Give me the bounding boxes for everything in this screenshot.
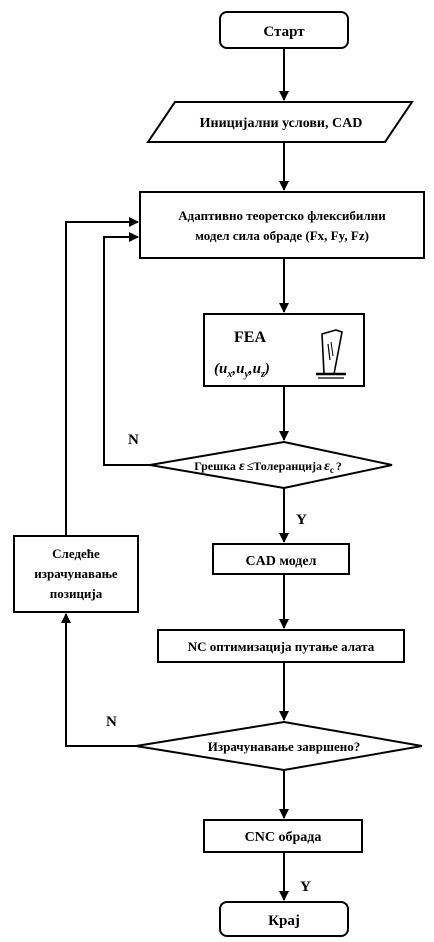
fea-title: FEA [234,329,266,346]
error-sub-c: c [330,465,334,475]
error-label-a: Грешка [194,459,236,473]
fea-sub-z: z [260,369,265,380]
cad-model-label: CAD модел [246,554,317,569]
cnc-yes-label: Y [300,879,311,895]
cad-model-node [212,543,350,575]
fea-sep-1: ,u [231,361,244,377]
init-node [146,101,414,143]
next-position-node [13,535,139,613]
arrow-calc-no [61,613,136,747]
arrow-next-model [65,217,139,536]
start-label: Старт [263,24,305,40]
error-no-label: N [128,432,139,448]
cnc-label: CNC обрада [245,830,322,845]
nc-optimization-node [157,629,405,663]
fea-close: ) [263,361,270,377]
arrow-error-no [103,232,150,466]
calc-no-label: N [106,714,117,730]
error-label-b: ≤Толеранција [247,459,322,473]
end-label: Крај [268,913,300,929]
error-yes-label: Y [296,512,307,528]
next-position-line2: израчунавање [34,566,118,581]
model-label-line1: Адаптивно теоретско флексибилни [178,208,386,223]
error-q: ? [336,459,342,473]
fea-sep-2: ,u [248,361,261,377]
fea-open: (u [214,361,227,377]
model-node [139,191,425,259]
next-position-line1: Следеће [52,546,100,561]
fea-vars: (ux,uy,uz) [214,361,270,380]
error-epsilon-c: ε [324,459,330,474]
model-label-line2: модел сила обраде (Fx, Fy, Fz) [195,228,369,243]
end-node [219,901,349,937]
error-epsilon: ε [239,459,245,474]
fea-sub-y: y [243,369,249,380]
init-label: Иницијални услови, CAD [200,116,363,131]
nc-optimization-label: NC оптимизација путање алата [188,639,375,654]
tool-deflection-icon [316,329,346,379]
fea-sub-x: x [226,369,232,380]
calc-done-label: Израчунавање завршено? [208,739,360,754]
next-position-line3: позиција [50,586,103,601]
